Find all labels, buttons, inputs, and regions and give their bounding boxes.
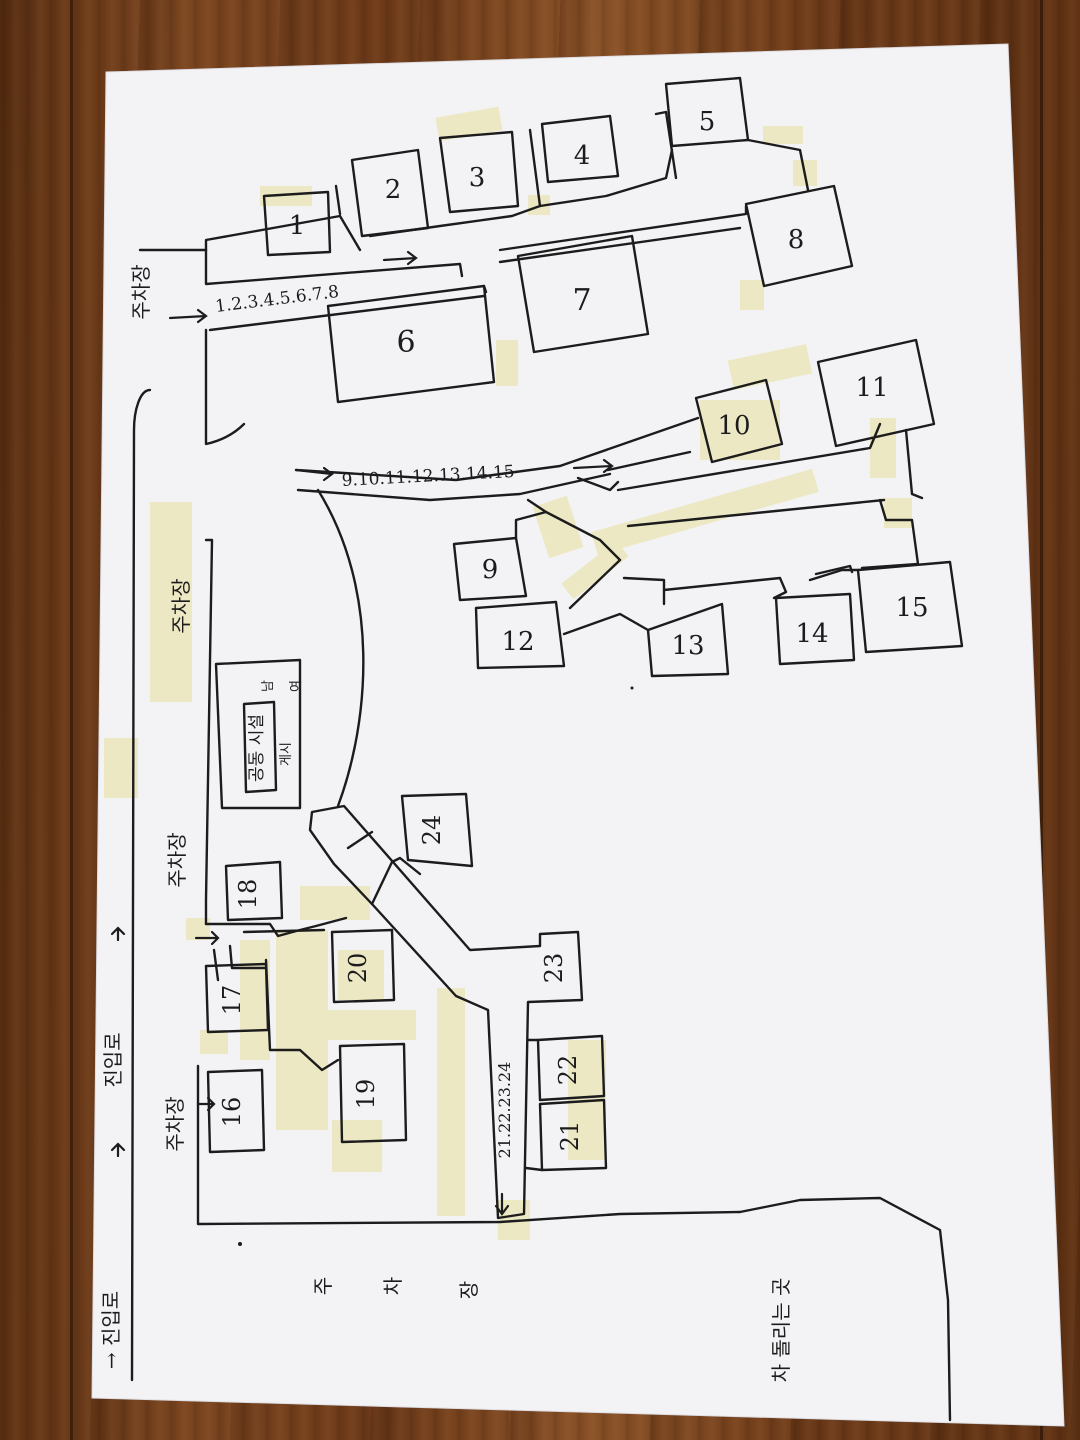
building-22: 22 [554,1055,582,1086]
parking-bottom-char-3: 장 [457,1281,481,1299]
building-9: 9 [482,555,499,585]
entrance-road-label: → 진입로 [99,1291,123,1369]
building-19-outline [338,1042,408,1144]
building-9-outline [452,536,528,602]
building-16-outline [206,1068,266,1154]
building-20-outline [330,928,396,1004]
board-label-3: 남 [261,680,276,692]
ink-lines [130,76,964,1422]
route-bottom-label: 21.22.23.24 [495,1062,514,1159]
building-7: 7 [572,283,591,318]
building-number-group: 1 2 3 4 5 6 7 8 9 10 11 12 13 14 15 [289,107,929,661]
building-15: 15 [895,593,928,623]
arrow-middle-corridor [294,466,334,482]
building-8: 8 [788,225,805,255]
building-14-outline [774,592,856,666]
arrow-16 [196,1096,216,1112]
building-11-outline [816,338,936,448]
building-23: 23 [540,953,568,984]
building-24-outline [400,792,474,868]
building-18-outline [224,860,284,922]
parking-label-top: 주차장 [129,264,153,319]
building-1-outline [262,190,332,257]
building-24: 24 [418,815,446,846]
arrow-road-2 [110,1142,126,1158]
building-1: 1 [289,211,306,241]
building-21-outline [538,1098,608,1172]
arrow-top-route [382,250,418,266]
arrow-18 [194,930,220,946]
arrow-group [110,250,614,1216]
road-label: 진입로 [101,1032,125,1087]
building-4-outline [540,114,620,184]
arrow-middle-route [572,458,614,474]
building-6-outline [326,284,496,404]
parking-bottom-char-1: 주 [311,1277,335,1295]
building-13: 13 [671,631,704,661]
building-3-outline [438,130,520,214]
wood-plank-seam [70,0,73,1440]
corridor-21-24 [308,804,584,1220]
board-label-4: 여 [289,680,304,692]
building-6: 6 [396,325,415,360]
ink-dot [630,686,634,690]
board-label-1: 공동 시설 [247,714,267,782]
building-22-outline [536,1034,606,1102]
masking-tape-group [104,106,912,1240]
building-5: 5 [699,107,716,137]
parking-bottom-char-2: 차 [381,1277,405,1295]
turnaround-label: 차 돌리는 곳 [769,1278,793,1383]
korean-label-group: 주차장 주차장 주차장 주차장 → 진입로 진입로 주 차 장 차 돌리는 곳 … [99,264,793,1382]
building-18: 18 [234,879,262,910]
building-20: 20 [344,953,372,984]
notice-board-inner [242,700,278,794]
building-4: 4 [574,141,591,171]
arrow-road-1 [110,926,126,942]
building-19: 19 [352,1079,380,1110]
parking-label-18: 주차장 [165,832,189,887]
building-2: 2 [385,175,402,205]
building-8-outline [744,184,854,288]
building-10: 10 [717,411,750,441]
rotated-number-group: 18 17 20 19 16 24 23 22 21 [218,815,584,1152]
building-3: 3 [469,163,486,193]
building-11: 11 [855,373,888,403]
building-12: 12 [501,627,534,657]
parking-label-16: 주차장 [163,1096,187,1151]
notice-board-outline [214,658,302,810]
building-7-outline [516,234,650,354]
parking-label-mid: 주차장 [169,578,193,633]
building-13-outline [646,602,730,678]
board-label-2: 게시 [279,742,294,766]
building-21: 21 [556,1121,584,1152]
ink-dot [238,1242,242,1246]
building-12-outline [474,600,566,670]
wood-plank-seam [1040,0,1043,1440]
building-16: 16 [218,1097,246,1128]
building-15-outline [856,560,964,654]
arrow-top-corridor [168,308,208,324]
paper-sheet [91,43,1065,1427]
building-14: 14 [795,619,828,649]
building-10-outline [694,378,784,464]
arrow-bottom-route [494,1192,510,1216]
building-17: 17 [218,985,246,1016]
